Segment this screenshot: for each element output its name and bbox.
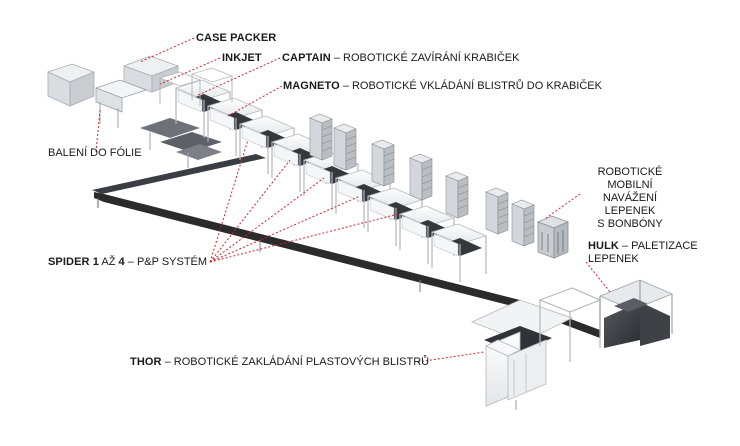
mobile-weighing-cart bbox=[536, 215, 570, 259]
rack-front bbox=[345, 128, 357, 171]
rack-shelf bbox=[421, 179, 433, 185]
label-mobile-weighing: ROBOTICKÉ MOBILNÍ NAVÁŽENÍ LEPENEK S BON… bbox=[597, 166, 663, 230]
rack-shelf bbox=[321, 132, 333, 138]
magazine-rack bbox=[409, 153, 433, 201]
rack-side bbox=[309, 117, 323, 161]
rack-front bbox=[383, 144, 395, 187]
rack-shelf bbox=[457, 197, 469, 203]
label-inkjet: INKJET bbox=[222, 52, 262, 64]
module-panel bbox=[177, 89, 203, 113]
module-panel bbox=[337, 179, 363, 203]
leader-line bbox=[195, 57, 281, 97]
magazine-rack bbox=[511, 199, 535, 247]
rack-shelf bbox=[321, 125, 333, 131]
label-magneto: MAGNETO – ROBOTICKÉ VKLÁDÁNÍ BLISTRŮ DO … bbox=[283, 80, 602, 92]
rack-shelf bbox=[421, 165, 433, 171]
leader-line bbox=[209, 159, 291, 263]
rack-side bbox=[445, 175, 459, 219]
rack-shelf bbox=[523, 225, 535, 231]
leader-line bbox=[209, 213, 399, 263]
leader-line bbox=[159, 57, 221, 85]
blister-magazine-racks bbox=[309, 113, 535, 247]
rack-side bbox=[485, 191, 499, 235]
leader-lines bbox=[95, 37, 611, 363]
rack-shelf bbox=[345, 149, 357, 155]
rack-side bbox=[371, 143, 385, 187]
machine-module bbox=[158, 71, 202, 106]
wrapping-conveyors bbox=[140, 118, 222, 168]
rack-shelf bbox=[523, 232, 535, 238]
leader-line bbox=[417, 351, 485, 363]
rack-shelf bbox=[421, 172, 433, 178]
label-baleni-do-folie: BALENÍ DO FÓLIE bbox=[48, 147, 142, 159]
rack-side bbox=[409, 157, 423, 201]
rack-shelf bbox=[457, 183, 469, 189]
rack-shelf bbox=[321, 146, 333, 152]
label-captain: CAPTAIN – ROBOTICKÉ ZAVÍRÁNÍ KRABIČEK bbox=[282, 52, 520, 64]
leader-line bbox=[545, 193, 581, 219]
rack-shelf bbox=[497, 206, 509, 212]
rack-shelf bbox=[383, 165, 395, 171]
module-panel bbox=[241, 125, 267, 149]
rack-front bbox=[457, 176, 469, 219]
module-panel bbox=[433, 233, 459, 257]
module-panel bbox=[273, 143, 299, 167]
rack-shelf bbox=[321, 139, 333, 145]
magazine-rack bbox=[485, 187, 509, 235]
label-thor: THOR – ROBOTICKÉ ZAKLÁDÁNÍ PLASTOVÝCH BL… bbox=[130, 356, 430, 368]
leader-line bbox=[139, 37, 195, 63]
rack-shelf bbox=[497, 220, 509, 226]
leader-line bbox=[95, 109, 101, 153]
rack-front bbox=[497, 192, 509, 235]
rack-shelf bbox=[497, 213, 509, 219]
rack-shelf bbox=[523, 211, 535, 217]
label-hulk: HULK – PALETIZACE LEPENEK bbox=[588, 240, 698, 265]
magazine-rack bbox=[333, 123, 357, 171]
label-case-packer: CASE PACKER bbox=[196, 32, 277, 44]
leader-line bbox=[209, 195, 361, 263]
thor-module bbox=[470, 287, 602, 410]
rack-shelf bbox=[383, 151, 395, 157]
magazine-rack bbox=[445, 171, 469, 219]
rack-front bbox=[523, 204, 535, 247]
rack-shelf bbox=[383, 158, 395, 164]
rack-front bbox=[421, 158, 433, 201]
main-conveyor bbox=[92, 154, 600, 338]
rack-shelf bbox=[421, 186, 433, 192]
case-packer-machine bbox=[46, 55, 180, 107]
rack-shelf bbox=[457, 190, 469, 196]
magazine-rack bbox=[309, 113, 333, 161]
inkjet-unit bbox=[94, 79, 148, 128]
rack-shelf bbox=[457, 204, 469, 210]
module-panel bbox=[401, 215, 427, 239]
rack-shelf bbox=[523, 218, 535, 224]
module-panel bbox=[369, 197, 395, 221]
rack-side bbox=[511, 203, 525, 247]
leader-line bbox=[585, 261, 611, 293]
rack-front bbox=[321, 118, 333, 161]
magazine-rack bbox=[371, 139, 395, 187]
rack-shelf bbox=[345, 142, 357, 148]
rack-shelf bbox=[383, 172, 395, 178]
label-spider: SPIDER 1 AŽ 4 – P&P SYSTÉM bbox=[48, 256, 208, 268]
hulk-palletizer bbox=[598, 279, 674, 348]
rack-side bbox=[333, 127, 347, 171]
rack-shelf bbox=[345, 135, 357, 141]
leader-line bbox=[209, 139, 249, 263]
machine-module bbox=[430, 223, 488, 282]
pp-system-frames bbox=[158, 67, 488, 282]
machine-module bbox=[190, 67, 234, 102]
rack-shelf bbox=[345, 156, 357, 162]
module-panel bbox=[209, 107, 235, 131]
rack-shelf bbox=[497, 199, 509, 205]
